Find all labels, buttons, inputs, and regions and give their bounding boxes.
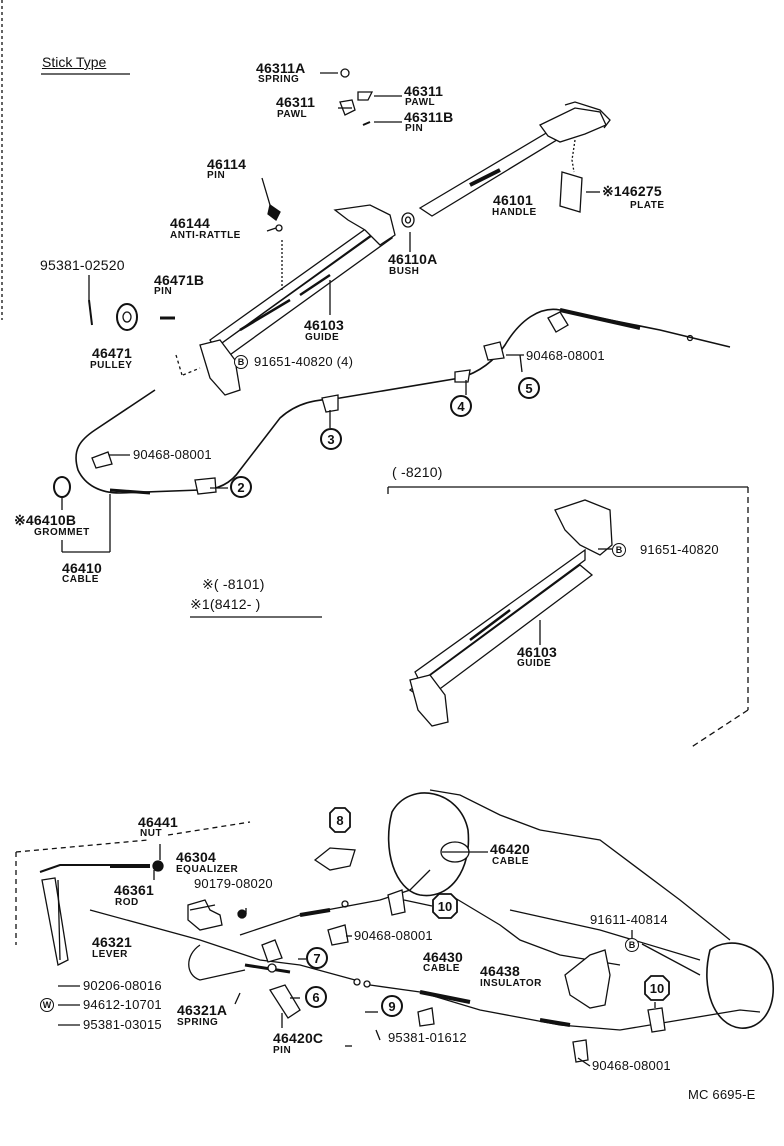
part-number: 46361 — [114, 882, 154, 898]
callout-10-a: 10 — [432, 893, 458, 919]
part-number: 46471B — [154, 272, 205, 288]
part-number: 46321A — [177, 1002, 228, 1018]
part-name: BUSH — [389, 266, 420, 277]
callout-6: 6 — [305, 986, 327, 1008]
callout-5: 5 — [518, 377, 540, 399]
part-number: 46321 — [92, 934, 132, 950]
part-name: PIN — [207, 170, 226, 181]
callout-10-a-label: 10 — [437, 898, 453, 914]
part-name: SPRING — [177, 1017, 219, 1028]
part-name: HANDLE — [492, 207, 537, 218]
part-number: 95381-02520 — [40, 257, 125, 273]
octagon-frame-icon — [432, 893, 458, 919]
part-name: ROD — [115, 897, 139, 908]
callout-2: 2 — [230, 476, 252, 498]
b-symbol: B — [234, 355, 248, 369]
part-number: ※46410B — [14, 512, 77, 528]
callout-4: 4 — [450, 395, 472, 417]
part-name: ANTI-RATTLE — [170, 230, 241, 241]
note-a: ※( -8101) — [202, 576, 265, 592]
callout-7: 7 — [306, 947, 328, 969]
part-name: INSULATOR — [480, 978, 542, 989]
callout-9: 9 — [381, 995, 403, 1017]
callout-10-b-label: 10 — [649, 980, 665, 996]
part-name: LEVER — [92, 949, 128, 960]
part-number: 90468-08001 — [354, 928, 433, 943]
part-number: 46101 — [493, 192, 533, 208]
part-number: 90468-08001 — [526, 348, 605, 363]
part-name: EQUALIZER — [176, 864, 239, 875]
part-number: 46471 — [92, 345, 132, 361]
part-number: 46311B — [404, 109, 454, 125]
part-number: 90468-08001 — [592, 1058, 671, 1073]
part-name: CABLE — [62, 574, 99, 585]
part-number: 46103 — [304, 317, 344, 333]
part-number: 46311A — [256, 60, 306, 76]
part-number: 46438 — [480, 963, 520, 979]
part-name: SPRING — [258, 74, 300, 85]
part-number: 46304 — [176, 849, 216, 865]
part-name: CABLE — [492, 856, 529, 867]
part-number: 46420 — [490, 841, 530, 857]
part-name: GROMMET — [34, 527, 90, 538]
part-name: CABLE — [423, 963, 460, 974]
octagon-frame-icon — [329, 807, 351, 833]
drawing-code: MC 6695-E — [688, 1087, 756, 1102]
part-name: GUIDE — [517, 658, 552, 669]
part-number: 90468-08001 — [133, 447, 212, 462]
date-range-label: ( -8210) — [392, 464, 443, 480]
part-number: 46103 — [517, 644, 557, 660]
part-number: 46110A — [388, 251, 438, 267]
part-number: 90179-08020 — [194, 876, 273, 891]
part-number: 91611-40814 — [590, 912, 668, 927]
callout-8: 8 — [329, 807, 351, 833]
part-number: 46430 — [423, 949, 463, 965]
part-name: PAWL — [405, 97, 436, 108]
part-name: NUT — [140, 828, 163, 839]
part-number: ※146275 — [602, 183, 662, 199]
part-number: 46420C — [273, 1030, 324, 1046]
octagon-frame-icon — [644, 975, 670, 1001]
callout-8-label: 8 — [336, 812, 344, 828]
diagram-title: Stick Type — [42, 54, 107, 70]
b-symbol: B — [625, 938, 639, 952]
b-symbol: B — [612, 543, 626, 557]
part-name: PULLEY — [90, 360, 133, 371]
part-number: 46144 — [170, 215, 210, 231]
part-name: PIN — [405, 123, 424, 134]
part-name: GUIDE — [305, 332, 340, 343]
part-number: 95381-01612 — [388, 1030, 467, 1045]
part-number: 46114 — [207, 156, 247, 172]
part-name: PAWL — [277, 109, 308, 120]
part-number: 94612-10701 — [83, 997, 162, 1012]
part-name: PLATE — [630, 200, 665, 211]
part-number: 46311 — [276, 94, 316, 110]
part-number: 95381-03015 — [83, 1017, 162, 1032]
part-name: PIN — [154, 286, 173, 297]
callout-3: 3 — [320, 428, 342, 450]
callout-10-b: 10 — [644, 975, 670, 1001]
part-number: 91651-40820 (4) — [254, 354, 354, 369]
part-number: 46410 — [62, 560, 102, 576]
part-number: 90206-08016 — [83, 978, 162, 993]
note-b: ※1(8412- ) — [190, 596, 261, 612]
part-name: PIN — [273, 1045, 292, 1056]
part-number: 46441 — [138, 814, 178, 830]
w-symbol: W — [40, 998, 54, 1012]
part-number: 46311 — [404, 83, 444, 99]
part-number: 91651-40820 — [640, 542, 719, 557]
